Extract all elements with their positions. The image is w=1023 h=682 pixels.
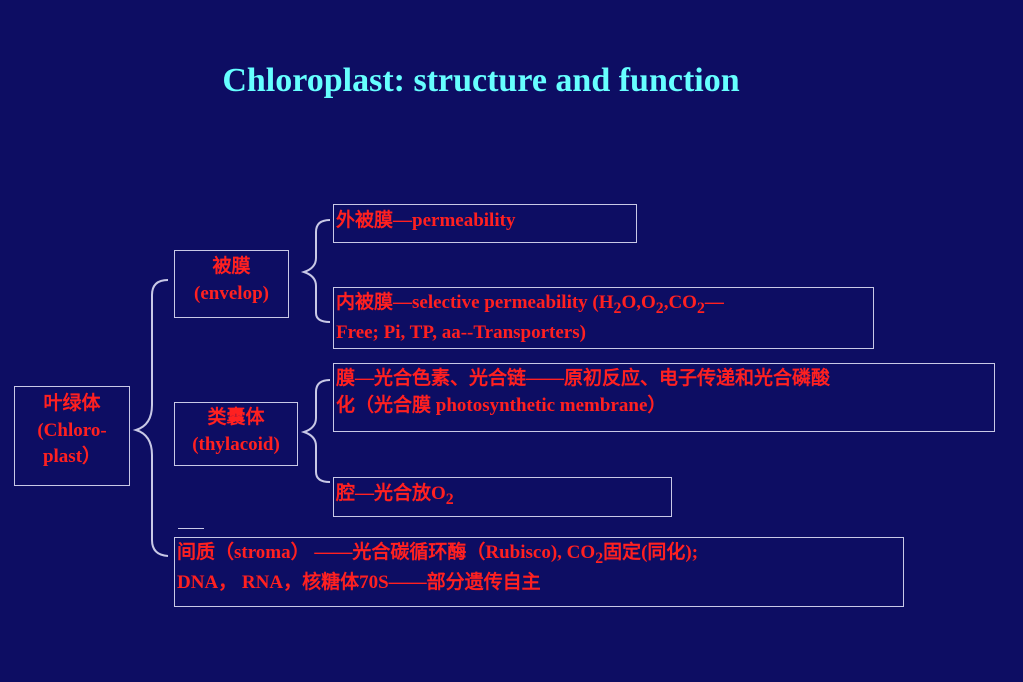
stroma-box: 间质（stroma） ——光合碳循环酶（Rubisco), CO2固定(同化);… <box>174 537 904 607</box>
root-brace <box>132 279 169 557</box>
outer-membrane-desc: —permeability <box>393 210 516 231</box>
thylakoid-brace <box>300 379 331 483</box>
inner-membrane-text: ,CO <box>663 292 697 313</box>
envelope-label-1: 被膜 <box>212 256 251 277</box>
stroma-text: 间质（stroma） ——光合碳循环酶（Rubisco), CO <box>177 542 596 563</box>
inner-membrane-line-2: Free; Pi, TP, aa--Transporters) <box>336 321 586 343</box>
thylakoid-membrane-box: 膜—光合色素、光合链——原初反应、电子传递和光合磷酸 化（光合膜 photosy… <box>333 363 995 432</box>
subscript: 2 <box>696 299 705 317</box>
subscript: 2 <box>613 299 622 317</box>
subscript: 2 <box>445 490 454 508</box>
envelope-label-2: (envelop) <box>194 282 269 304</box>
envelope-box: 被膜 (envelop) <box>174 250 289 318</box>
subscript: 2 <box>595 549 604 567</box>
outer-membrane-name: 外被膜 <box>336 210 394 231</box>
inner-membrane-line-1: 内被膜—selective permeability (H2O,O2,CO2— <box>336 290 873 320</box>
thylakoid-box: 类囊体 (thylacoid) <box>174 402 298 466</box>
inner-membrane-box: 内被膜—selective permeability (H2O,O2,CO2— … <box>333 287 874 349</box>
thylakoid-label-2: (thylacoid) <box>192 433 280 455</box>
thylakoid-membrane-line-2: 化（光合膜 photosynthetic membrane） <box>336 394 667 416</box>
stroma-text: 固定(同化); <box>603 542 699 563</box>
inner-membrane-text: 内被膜—selective permeability (H <box>336 292 614 313</box>
page-title: Chloroplast: structure and function <box>222 62 740 99</box>
chloroplast-box: 叶绿体 (Chloro- plast） <box>14 386 130 486</box>
envelope-brace <box>300 219 331 323</box>
stroma-line-1: 间质（stroma） ——光合碳循环酶（Rubisco), CO2固定(同化); <box>177 540 903 570</box>
root-label-3: plast） <box>42 446 102 468</box>
root-label-1: 叶绿体 <box>43 393 101 414</box>
root-label-2: (Chloro- <box>37 419 107 441</box>
lumen-text: 腔—光合放O <box>336 483 446 504</box>
outer-membrane-box: 外被膜—permeability <box>333 204 637 243</box>
inner-membrane-text: O,O <box>621 292 656 313</box>
thylakoid-membrane-line-1: 膜—光合色素、光合链——原初反应、电子传递和光合磷酸 <box>336 368 831 389</box>
subscript: 2 <box>655 299 664 317</box>
thylakoid-label-1: 类囊体 <box>207 407 265 428</box>
inner-membrane-text: — <box>704 292 724 313</box>
lumen-box: 腔—光合放O2 <box>333 477 672 517</box>
divider-dash <box>178 528 204 529</box>
stroma-line-2: DNA， RNA，核糖体70S——部分遗传自主 <box>177 571 541 593</box>
